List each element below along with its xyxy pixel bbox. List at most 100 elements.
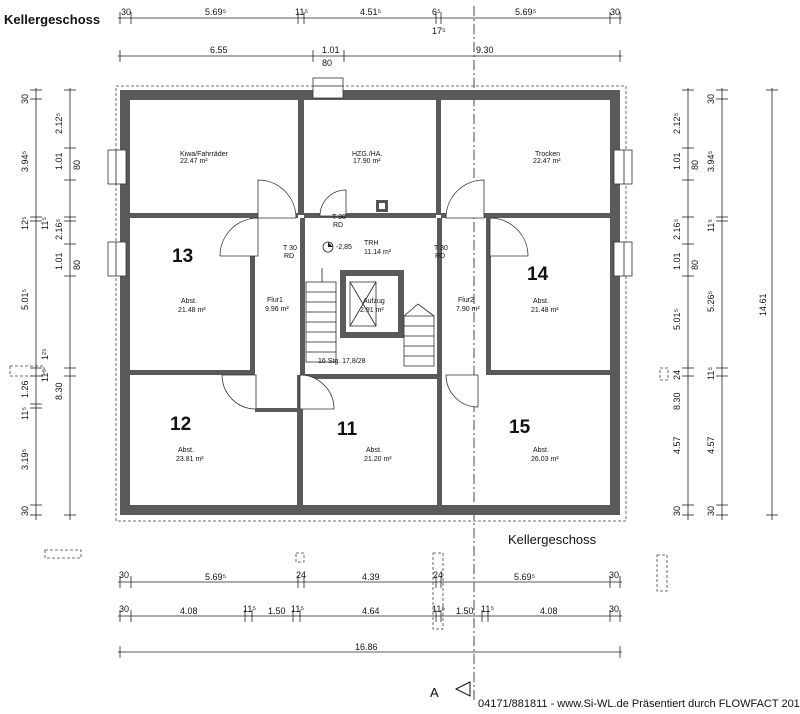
door-label: RD — [333, 222, 343, 229]
room-area: 2.91 m² — [360, 307, 384, 314]
dim-label: 1.26 — [20, 380, 30, 398]
door-label: RD — [284, 253, 294, 260]
dim-label: 5.69⁵ — [514, 572, 536, 582]
dim-label: 5.26⁵ — [706, 290, 716, 312]
dim-label: 4.51⁵ — [360, 7, 382, 17]
dim-label: 1.01 — [54, 252, 64, 270]
window — [107, 149, 127, 185]
room-area: 9.96 m² — [265, 306, 289, 313]
room-area: 23.81 m² — [176, 456, 204, 463]
room-area: 22.47 m² — [533, 158, 561, 165]
dim-label: 30 — [610, 7, 620, 17]
dim-label: 80 — [690, 260, 700, 270]
dim-label: 11⁵ — [432, 604, 445, 614]
dim-label: 2.16⁵ — [54, 218, 64, 240]
dim-label: 11⁵ — [20, 407, 30, 420]
room-area: 21.48 m² — [178, 307, 206, 314]
dim-label: 6.55 — [210, 45, 228, 55]
room-name: TRH — [364, 240, 378, 247]
staircase — [305, 268, 435, 367]
room-area: 26.03 m² — [531, 456, 559, 463]
dim-label: 5.69⁵ — [205, 7, 227, 17]
dim-label: 4.64 — [362, 606, 380, 616]
dim-label: 1.01 — [672, 152, 682, 170]
dim-label: 9.30 — [476, 45, 494, 55]
opening-mark — [656, 554, 668, 592]
door-label: T 30 — [332, 214, 346, 221]
room-name: Flur2 — [458, 297, 474, 304]
dim-label: 2.12⁵ — [54, 112, 64, 134]
dim-label: 4.57 — [706, 436, 716, 454]
dimension-bottom-1: 30 5.69⁵ 24 4.39 24 5.69⁵ 30 — [118, 570, 622, 588]
dim-label: 1²⁵ — [40, 348, 50, 360]
opening-mark — [44, 549, 82, 559]
unit-number: 13 — [172, 246, 193, 267]
dimension-bottom-3: 16.86 — [118, 642, 622, 658]
dim-label: 24 — [433, 570, 443, 580]
dim-label: 30 — [20, 94, 30, 104]
window — [613, 149, 633, 185]
room-name: Abst. — [366, 447, 382, 454]
dimension-right-total: 14.61 — [659, 88, 778, 520]
window — [613, 241, 633, 277]
dim-label: 30 — [609, 604, 619, 614]
dim-label: 5.69⁵ — [205, 572, 227, 582]
section-arrow-icon — [454, 681, 471, 697]
unit-number: 14 — [527, 264, 549, 285]
dimension-top-2: 6.55 1.01 9.30 80 — [118, 45, 622, 68]
room-area: 11.14 m² — [364, 249, 392, 256]
room-area: 7.90 m² — [456, 306, 480, 313]
dim-label: 80 — [72, 260, 82, 270]
building: Kiwa/Fahrräder 22.47 m² HZG./HA. 17.90 m… — [107, 77, 633, 522]
dim-label: 3.19⁵ — [20, 448, 30, 470]
dim-label: 30 — [706, 506, 716, 516]
window — [107, 241, 127, 277]
dimension-right-outer: 30 3.94⁵ 11⁵ 5.26⁵ 11⁵ 4.57 30 — [706, 88, 728, 520]
dim-label: 11⁵ — [40, 369, 50, 382]
dim-label: 3.94⁵ — [706, 150, 716, 172]
room-name: Aufzug — [363, 298, 385, 305]
dim-label: 11⁵ — [295, 7, 308, 17]
dim-label: 1.50 — [456, 606, 474, 616]
dim-label: 5.01⁵ — [20, 288, 30, 310]
dim-label: 8.30 — [54, 382, 64, 400]
dim-label: 4.08 — [180, 606, 198, 616]
dim-label: 1.50 — [268, 606, 286, 616]
room-name: HZG./HA. — [352, 151, 382, 158]
dim-label: 11⁵ — [291, 604, 304, 614]
dim-label: 16.86 — [355, 642, 378, 652]
room-area: 21.20 m² — [364, 456, 392, 463]
window — [312, 77, 344, 99]
unit-number: 15 — [509, 417, 531, 438]
room-name: Kiwa/Fahrräder — [180, 151, 229, 158]
door-swings — [219, 179, 529, 410]
dimension-left-outer: 30 3.94⁵ 12⁵ 5.01⁵ 1.26 11⁵ 3.19⁵ 30 — [20, 88, 42, 520]
dim-label: 30 — [706, 94, 716, 104]
dim-label: 4.57 — [672, 436, 682, 454]
dim-label: 14.61 — [758, 293, 768, 316]
dim-label: 30 — [20, 506, 30, 516]
room-name: Abst. — [178, 447, 194, 454]
dim-label: 80 — [72, 160, 82, 170]
dim-label: 1.01 — [54, 152, 64, 170]
dimension-right-inner: 2.12⁵ 1.01 80 2.16⁵ 1.01 80 5.01⁵ 24 8.3… — [672, 88, 700, 520]
room-name: Abst. — [533, 447, 549, 454]
room-name: Trocken — [535, 151, 560, 158]
door-label: T 30 — [434, 245, 448, 252]
dim-label: 5.69⁵ — [515, 7, 537, 17]
dim-label: 30 — [609, 570, 619, 580]
door-label: T 30 — [283, 245, 297, 252]
door-label: RD — [435, 253, 445, 260]
room-area: 22.47 m² — [180, 158, 208, 165]
unit-number: 12 — [170, 414, 191, 435]
dim-label: 11⁵ — [40, 217, 50, 230]
dim-label: 2.12⁵ — [672, 112, 682, 134]
unit-number: 11 — [337, 419, 358, 440]
dim-label: 80 — [322, 58, 332, 68]
dimension-bottom-2: 30 4.08 11⁵ 1.50 11⁵ 4.64 11⁵ 1.50 11⁵ 4… — [118, 604, 622, 622]
dim-label: 30 — [121, 7, 131, 17]
plan-title: Kellergeschoss — [4, 12, 100, 27]
room-name: Abst. — [181, 298, 197, 305]
dim-label: 1.01 — [322, 45, 340, 55]
